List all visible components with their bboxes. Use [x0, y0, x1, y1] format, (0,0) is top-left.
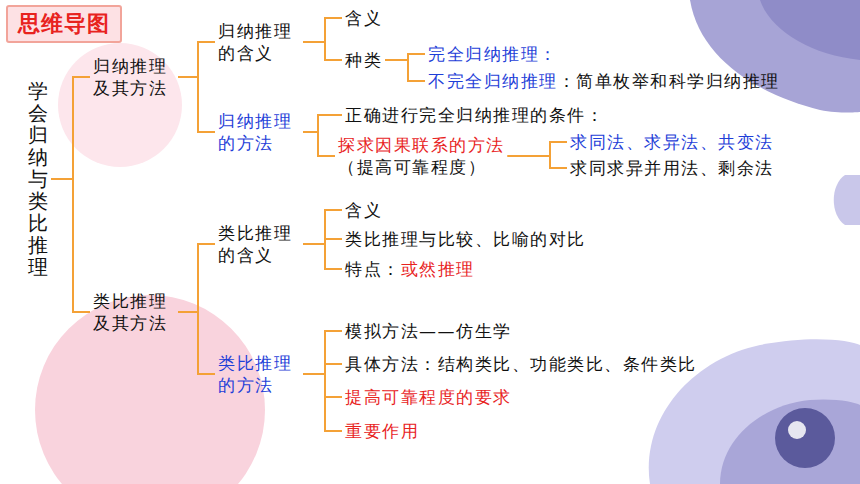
topic-node: 类比推理的方法: [218, 352, 300, 396]
bracket-connector: [303, 364, 342, 374]
pink-bubble: [58, 43, 182, 167]
node-text: 或然推理: [401, 259, 475, 279]
topic-node: 探求因果联系的方法（提高可靠程度）: [338, 134, 505, 178]
node-text: 类比推理及其方法: [93, 290, 175, 334]
bracket-connector: [303, 244, 342, 269]
topic-node: 类比推理与比较、比喻的对比: [345, 228, 586, 250]
node-text: 完全归纳推理：: [428, 43, 558, 65]
bracket-connector: [303, 115, 342, 132]
bracket-connector: [303, 18, 342, 42]
topic-node: 求同求异并用法、剩余法: [570, 157, 774, 179]
topic-node: 重要作用: [345, 420, 419, 442]
node-text: （提高可靠程度）: [338, 156, 505, 178]
node-text: 种类: [345, 49, 382, 71]
bracket-connector: [178, 244, 215, 312]
bracket-connector: [178, 77, 215, 132]
root-topic: 学会归纳与类比推理: [28, 80, 48, 278]
node-text: 模拟方法——仿生学: [345, 320, 512, 342]
bracket-connector: [178, 42, 215, 77]
lavender-blob: [834, 175, 860, 225]
topic-node: 类比推理的含义: [218, 222, 300, 266]
topic-node: 不完全归纳推理：简单枚举和科学归纳推理: [428, 70, 780, 92]
node-text: 含义: [345, 199, 382, 221]
node-text: 正确进行完全归纳推理的条件：: [345, 104, 604, 126]
topic-node: 模拟方法——仿生学: [345, 320, 512, 342]
bracket-connector: [508, 142, 568, 156]
node-text: 类比推理的含义: [218, 222, 300, 266]
bracket-connector: [303, 331, 342, 374]
topic-node: 归纳推理的含义: [218, 20, 300, 64]
topic-node: 归纳推理的方法: [218, 110, 300, 154]
topic-node: 正确进行完全归纳推理的条件：: [345, 104, 604, 126]
topic-node: 求同法、求异法、共变法: [570, 131, 774, 153]
node-text: 学会归纳与类比推理: [28, 80, 48, 278]
topic-node: 种类: [345, 49, 382, 71]
node-text: 探求因果联系的方法: [338, 134, 505, 156]
bracket-connector: [385, 60, 425, 81]
node-text: 类比推理的方法: [218, 352, 300, 396]
bracket-connector: [303, 210, 342, 244]
topic-node: 具体方法：结构类比、功能类比、条件类比: [345, 353, 697, 375]
node-text: 求同求异并用法、剩余法: [570, 157, 774, 179]
node-text: 求同法、求异法、共变法: [570, 131, 774, 153]
bracket-connector: [303, 132, 335, 156]
topic-node: 类比推理及其方法: [93, 290, 175, 334]
lavender-blob: [720, 399, 860, 484]
node-text: 具体方法：结构类比、功能类比、条件类比: [345, 353, 697, 375]
lavender-blob: [690, 0, 860, 113]
topic-node: 完全归纳推理：: [428, 43, 558, 65]
node-text: 类比推理与比较、比喻的对比: [345, 228, 586, 250]
bracket-connector: [303, 374, 342, 431]
bracket-connector: [51, 179, 90, 312]
topic-node: 提高可靠程度的要求: [345, 386, 512, 408]
node-text: 提高可靠程度的要求: [345, 386, 512, 408]
node-text: 归纳推理的方法: [218, 110, 300, 154]
bracket-connector: [508, 156, 568, 168]
bracket-connector: [178, 312, 215, 374]
lavender-blob: [760, 0, 860, 60]
node-text: 归纳推理及其方法: [93, 55, 175, 99]
bubble-highlight: [788, 421, 806, 439]
node-text: 归纳推理的含义: [218, 20, 300, 64]
bracket-connector: [303, 374, 342, 397]
dark-bubble: [775, 408, 835, 468]
node-text: 含义: [345, 7, 382, 29]
bracket-connector: [303, 42, 342, 60]
title-banner: 思维导图: [6, 5, 122, 43]
topic-node: 含义: [345, 7, 382, 29]
bracket-connector: [51, 77, 90, 179]
topic-node: 含义: [345, 199, 382, 221]
node-text: 不完全归纳推理: [428, 71, 558, 91]
node-text: ：简单枚举和科学归纳推理: [558, 71, 780, 91]
node-text: 重要作用: [345, 420, 419, 442]
topic-node: 归纳推理及其方法: [93, 55, 175, 99]
topic-node: 特点：或然推理: [345, 258, 475, 280]
node-text: 特点：: [345, 259, 401, 279]
